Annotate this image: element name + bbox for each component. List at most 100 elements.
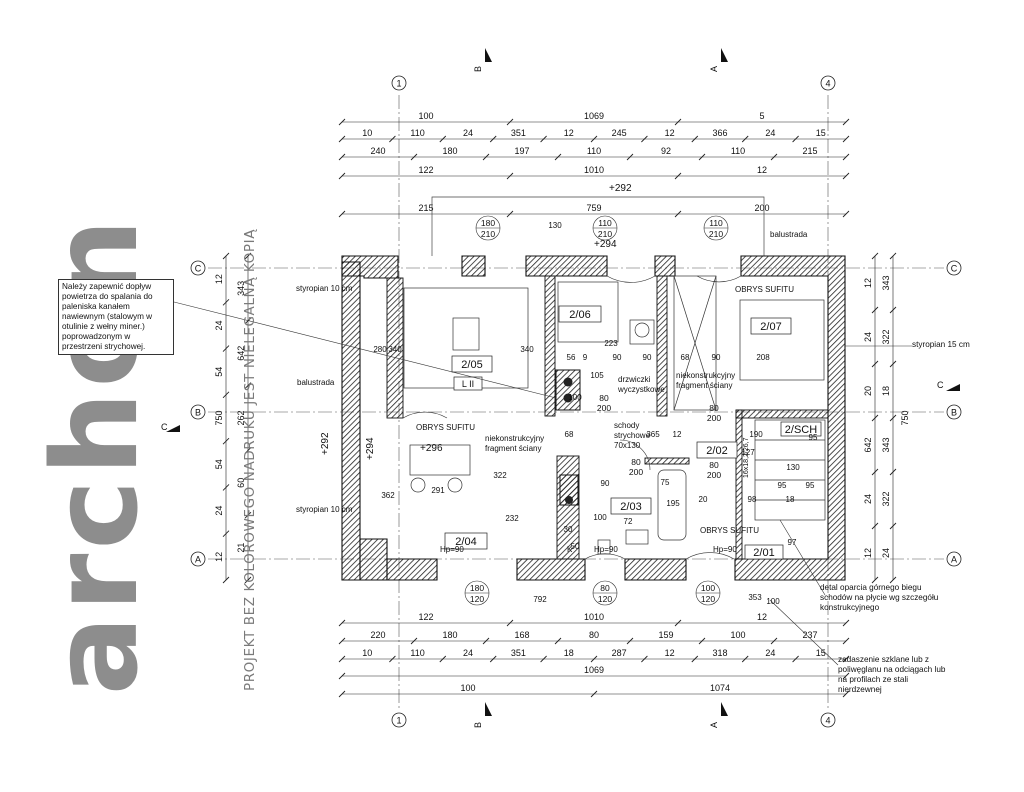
dim-tick	[590, 690, 598, 698]
dim-tick	[871, 522, 879, 530]
dim-tick	[889, 468, 897, 476]
dim-tick	[338, 619, 346, 627]
hp-label-1: Hp=90	[440, 545, 464, 554]
grid-label-c-left: C	[195, 264, 202, 274]
dim-tick	[889, 252, 897, 260]
dim-value: 240	[370, 146, 385, 156]
dim-tick	[338, 672, 346, 680]
dim-tick	[506, 210, 514, 218]
styropian-10-top-label: styropian 10 cm	[296, 284, 353, 293]
room-dim: 90	[643, 353, 652, 362]
desk	[629, 319, 655, 345]
dim-value: 122	[418, 612, 433, 622]
door-inner-2-width: 80	[709, 403, 719, 413]
dim-tick	[489, 135, 497, 143]
dim-tick	[338, 655, 346, 663]
room-dim: 100	[593, 513, 607, 522]
room-dim: 223	[604, 339, 618, 348]
ceiling-outline-top	[431, 196, 765, 256]
stair-spec-label: 16x18,2/26,7	[743, 437, 750, 478]
dim-tick	[842, 655, 850, 663]
door-bottom-2-height: 120	[598, 594, 612, 604]
grid-label-b-left: B	[195, 408, 201, 418]
dim-tick	[222, 252, 230, 260]
section-markers	[166, 48, 960, 716]
dim-value: 10	[362, 128, 372, 138]
room-dim: 105	[590, 371, 604, 380]
dim-value: 200	[754, 203, 769, 213]
grid-bubbles	[190, 75, 962, 728]
dim-value: 20	[863, 386, 873, 396]
section-b-bottom-marker	[485, 702, 492, 716]
room-dim: 340	[520, 345, 534, 354]
dim-tick	[540, 135, 547, 143]
dim-tick	[590, 655, 598, 663]
grid-bubble-c-right	[946, 260, 962, 276]
dim-value: 12	[214, 552, 224, 562]
door-top-3-height: 210	[709, 229, 723, 239]
dim-value: 220	[370, 630, 385, 640]
level-left-b: +294	[365, 437, 376, 460]
door-inner-3-height: 200	[629, 467, 643, 477]
grid-label-1-top: 1	[396, 79, 401, 89]
dim-tick	[506, 619, 514, 627]
dim-value: 12	[665, 128, 675, 138]
dim-total-right: 750	[900, 410, 910, 425]
hp-label-3: Hp=90	[713, 545, 737, 554]
room-2-06: 2/06	[569, 309, 590, 321]
dim-value: 21	[236, 543, 246, 553]
level-mid: +294	[594, 239, 617, 250]
door-bottom-1-height: 120	[470, 594, 484, 604]
styropian-10-bottom-label: styropian 10 cm	[296, 505, 353, 514]
level-room: +296	[420, 443, 443, 454]
dim-value: 237	[802, 630, 817, 640]
grid-bubble-b-left	[190, 404, 206, 420]
ceiling-outline-label-1: OBRYS SUFITU	[416, 423, 475, 432]
level-left-a: +292	[320, 432, 331, 455]
room-2-05: 2/05	[461, 359, 482, 371]
room-dim: 195	[666, 499, 680, 508]
dim-tick	[641, 655, 648, 663]
grid-label-4-bottom: 4	[825, 716, 830, 726]
dim-value: 24	[881, 548, 891, 558]
dim-tick	[554, 637, 562, 645]
chair-2	[410, 477, 426, 493]
dim-value: 12	[665, 648, 675, 658]
dim-tick	[889, 306, 897, 314]
section-label-c-right: C	[937, 380, 944, 390]
room-dim: 30	[564, 525, 573, 534]
room-dim: 90	[712, 353, 721, 362]
dining-table	[409, 444, 471, 476]
dim-tick	[842, 118, 850, 126]
dim-value: 24	[765, 648, 775, 658]
room-dim: 365	[646, 430, 660, 439]
dim-value: 24	[863, 494, 873, 504]
dim-tick	[389, 655, 396, 663]
fireplace	[555, 369, 581, 506]
dim-tick	[842, 672, 850, 680]
dim-tick	[674, 118, 682, 126]
dim-tick	[389, 135, 396, 143]
section-b-top-marker	[485, 48, 492, 62]
door-top-3-width: 110	[709, 218, 723, 228]
dim-tick	[222, 484, 230, 491]
dim-tick	[482, 153, 490, 161]
hp-label-2: Hp=90	[594, 545, 618, 554]
dim-value: 322	[881, 491, 891, 506]
dim-tick	[410, 153, 418, 161]
dim-tick	[338, 135, 346, 143]
dim-tick	[222, 298, 230, 306]
room-dim: 340	[388, 345, 402, 354]
dim-tick	[842, 172, 850, 180]
dim-tick	[698, 637, 706, 645]
room-dim: 322	[493, 471, 507, 480]
door-top-1-width: 180	[481, 218, 495, 228]
dim-tick	[410, 637, 418, 645]
outer-walls	[341, 255, 846, 581]
room-dim: 353	[748, 593, 762, 602]
stair-flight	[754, 419, 826, 521]
dim-tick	[338, 153, 346, 161]
dim-value: 1069	[584, 111, 604, 121]
